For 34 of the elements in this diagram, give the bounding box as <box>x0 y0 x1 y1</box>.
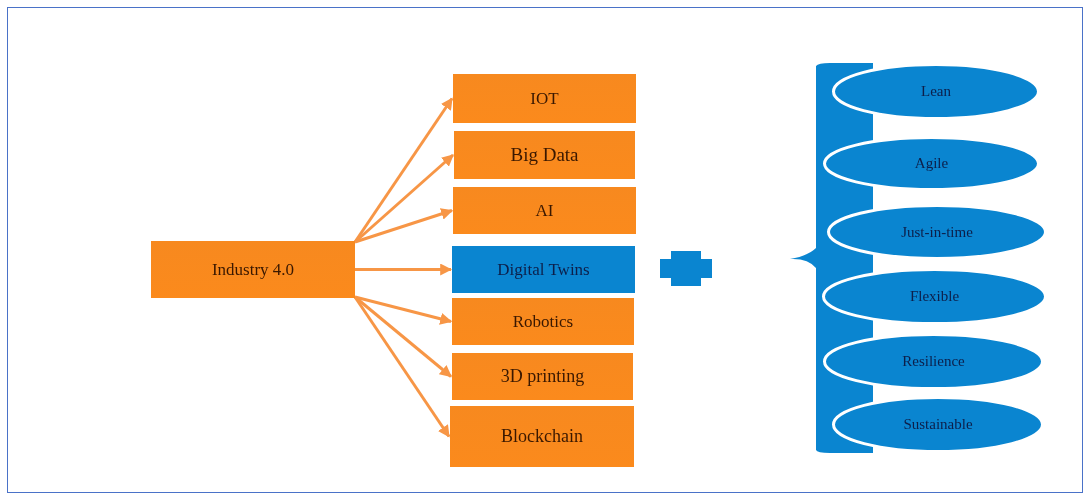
node-label: Lean <box>921 83 951 100</box>
node-label: Robotics <box>512 311 574 332</box>
process-box <box>450 406 634 467</box>
node-label: Flexible <box>909 288 960 305</box>
ellipse-node <box>832 396 1044 453</box>
ellipse-node <box>827 204 1047 260</box>
arrow <box>353 97 454 243</box>
process-box <box>453 187 636 234</box>
process-box <box>453 74 636 123</box>
arrow <box>354 295 453 325</box>
arrow <box>354 153 454 244</box>
node-label: Sustainable <box>903 416 973 433</box>
ellipse-node <box>823 333 1044 390</box>
process-box <box>452 353 633 400</box>
arrow <box>354 208 454 244</box>
node-label: Resilience <box>902 353 965 370</box>
node-label: Digital Twins <box>497 259 590 280</box>
node-label: Industry 4.0 <box>211 259 295 280</box>
ellipse-node <box>822 268 1047 325</box>
node-label: AI <box>535 200 554 221</box>
ellipse-node <box>823 136 1040 191</box>
node-label: 3D printing <box>500 366 585 387</box>
process-box <box>454 131 635 179</box>
process-box <box>452 246 635 293</box>
node-label: Agile <box>914 155 949 172</box>
node-label: Big Data <box>510 144 579 166</box>
node-label: IOT <box>530 88 559 109</box>
ellipse-node <box>832 63 1040 120</box>
arrow <box>353 296 451 438</box>
node-label: Blockchain <box>501 426 583 447</box>
process-box <box>151 241 355 298</box>
process-box <box>452 298 634 345</box>
node-label: Just-in-time <box>901 223 973 241</box>
arrow <box>355 263 453 276</box>
